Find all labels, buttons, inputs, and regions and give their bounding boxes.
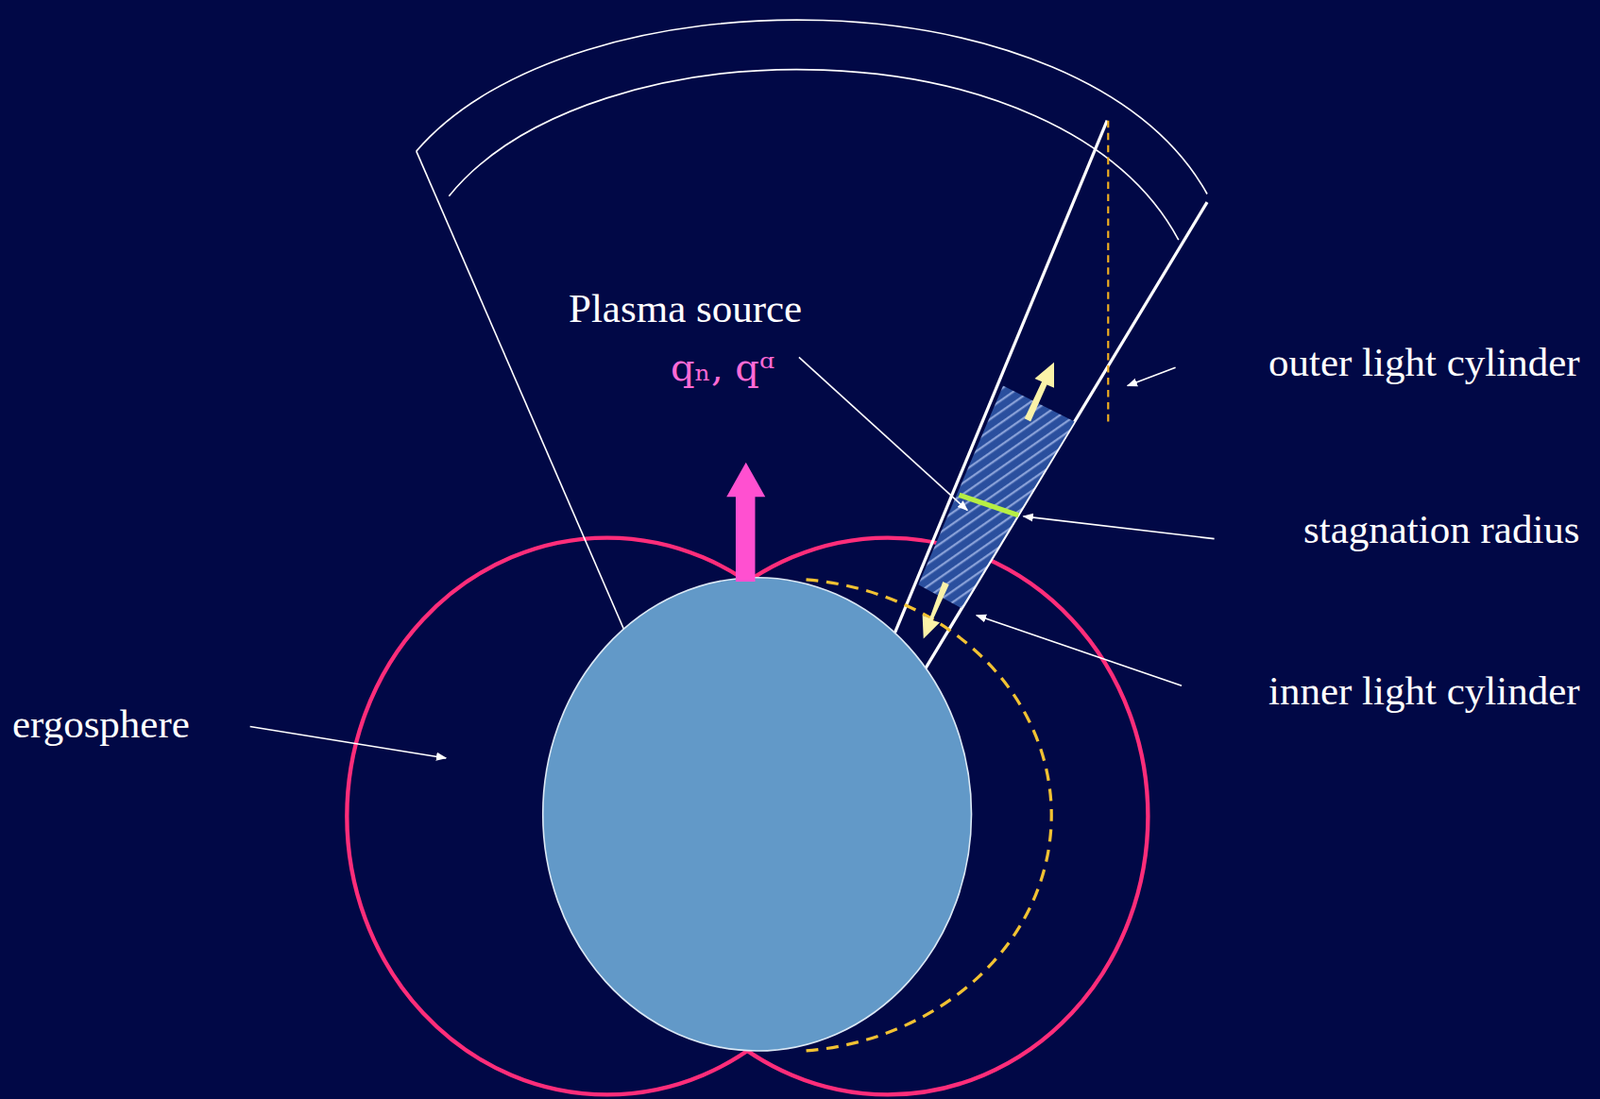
plasma-arrow xyxy=(726,462,766,582)
source-terms-label: qₙ, qᵅ xyxy=(670,346,775,389)
plasma-source-label: Plasma source xyxy=(568,286,802,331)
ergosphere-label: ergosphere xyxy=(12,701,190,747)
cone-edge xyxy=(416,151,629,638)
stagnation-radius-label: stagnation radius xyxy=(1303,507,1581,552)
flux-tube-edge xyxy=(925,202,1208,669)
inner-light-cylinder-label: inner light cylinder xyxy=(1268,668,1581,714)
outer-light-cylinder-label: outer light cylinder xyxy=(1268,340,1581,385)
horizon xyxy=(543,578,972,1052)
leader-lines xyxy=(250,357,1215,759)
flux-tube-edge xyxy=(894,120,1107,633)
inner-light-cylinder xyxy=(805,579,1052,1052)
outer-light-cylinder xyxy=(1106,120,1109,423)
plasma-region xyxy=(918,386,1074,610)
flow-arrows xyxy=(922,362,1055,640)
stagnation-line xyxy=(959,494,1020,516)
